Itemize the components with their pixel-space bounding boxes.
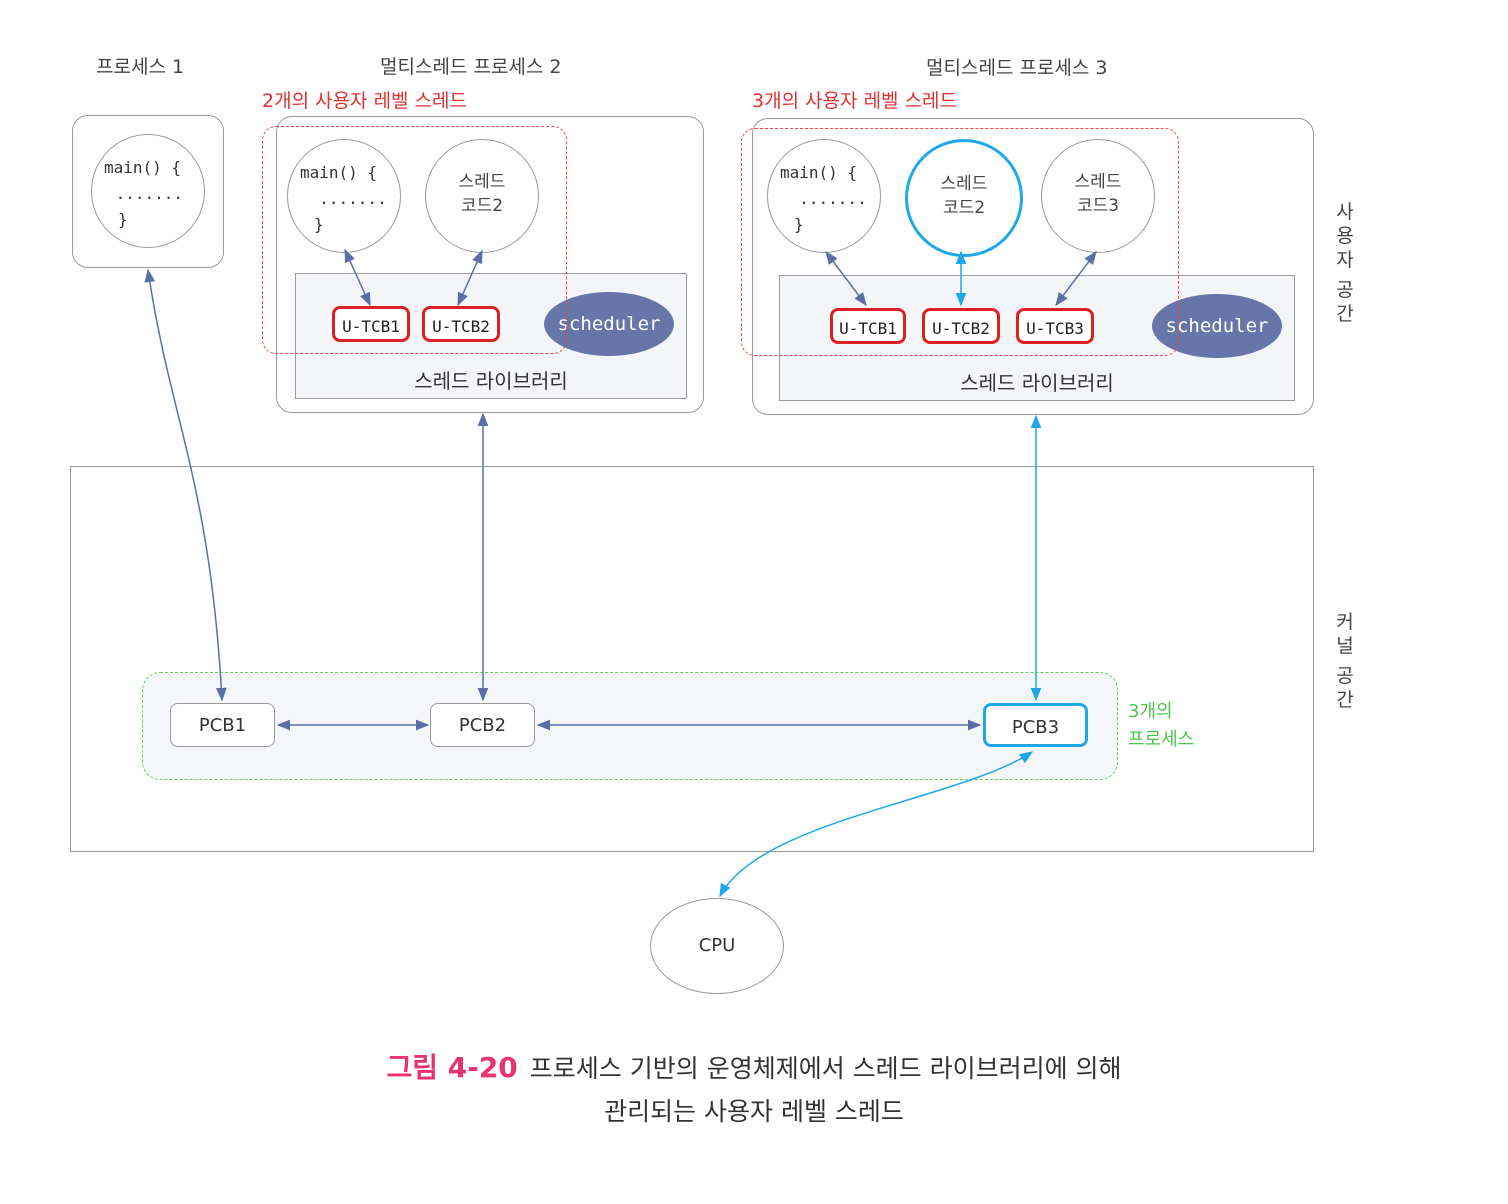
process3-u-tcb1: U-TCB1 [830,308,906,344]
process1-box: main() { ....... } [72,115,224,268]
user-space-char: 사 [1336,201,1354,223]
arrow-p2-main-tcb1 [344,248,371,307]
user-space-char: 간 [1336,303,1354,325]
process1-title: 프로세스 1 [96,56,185,78]
cpu-node: CPU [650,898,784,994]
process2-thread-library: U-TCB1 U-TCB2 scheduler 스레드 라이브러리 [295,273,687,399]
kernel-space-box [70,466,1314,852]
pcb2: PCB2 [430,703,535,747]
process1-main-circle: main() { ....... } [91,134,205,248]
process1-code-line3: } [118,210,128,229]
process1-code-line1: main() { [104,158,182,177]
process3-main-circle: main() { ....... } [767,139,881,253]
kernel-space-char: 널 [1336,635,1354,657]
figure-caption: 그림 4-20 프로세스 기반의 운영체제에서 스레드 라이브러리에 의해 [0,1046,1508,1086]
user-space-char: 공 [1336,279,1354,301]
process3-scheduler: scheduler [1152,294,1282,358]
kernel-space-char: 간 [1336,689,1354,711]
kernel-space-char: 커 [1336,611,1354,633]
process2-user-threads-dashed-region [262,126,567,354]
user-space-char: 자 [1336,249,1354,271]
process1-code-line2: ....... [106,184,184,203]
caption-line1: 프로세스 기반의 운영체제에서 스레드 라이브러리에 의해 [529,1054,1122,1083]
process3-code-line1: main() { [780,163,858,182]
process3-thread-code2-circle: 스레드 코드2 [905,139,1023,257]
thread-code-label-bottom: 코드3 [1076,196,1120,216]
process2-thread-code2-circle: 스레드 코드2 [425,139,539,253]
caption-line2: 관리되는 사용자 레벨 스레드 [604,1097,904,1126]
process2-u-tcb1: U-TCB1 [332,306,410,342]
process3-code-line2: ....... [780,189,867,208]
figure-number: 그림 4-20 [386,1051,518,1084]
process2-code-line1: main() { [300,163,378,182]
process2-main-circle: main() { ....... } [287,139,401,253]
process3-title: 멀티스레드 프로세스 3 [926,57,1108,79]
process2-thread-count-label: 2개의 사용자 레벨 스레드 [262,90,468,112]
arrow-process1-pcb1 [144,268,227,702]
process3-user-threads-dashed-region [741,128,1179,356]
process3-u-tcb2: U-TCB2 [922,308,1000,344]
thread-code-label-bottom: 코드2 [942,198,986,218]
user-space-char: 용 [1336,225,1354,247]
pcb1: PCB1 [170,703,275,747]
process2-u-tcb2: U-TCB2 [422,306,500,342]
process2-title: 멀티스레드 프로세스 2 [380,56,562,78]
arrow-pcb3-cpu [719,751,1034,898]
thread-code-label-top: 스레드 [940,174,988,194]
pcb3: PCB3 [983,703,1088,747]
process3-code-line3: } [794,215,804,234]
arrow-p2-thread2-tcb2 [457,249,483,307]
process-count-label: 3개의 프로세스 [1128,698,1194,754]
thread-code-label-top: 스레드 [1074,172,1122,192]
arrow-p3-main-tcb1 [825,250,867,307]
process2-library-label: 스레드 라이브러리 [414,369,568,393]
kernel-space-label: 커 널 공 간 [1334,610,1356,712]
arrow-p3-thread3-tcb3 [1055,250,1097,307]
process-count-line2: 프로세스 [1128,729,1195,750]
process-count-line1: 3개의 [1128,701,1173,722]
user-space-label: 사 용 자 공 간 [1334,200,1356,326]
process3-thread-count-label: 3개의 사용자 레벨 스레드 [752,90,958,112]
thread-code-label-bottom: 코드2 [460,196,504,216]
process3-thread-code3-circle: 스레드 코드3 [1041,139,1155,253]
process3-library-label: 스레드 라이브러리 [960,371,1114,395]
kernel-space-char: 공 [1336,665,1354,687]
process2-code-line2: ....... [300,189,387,208]
process3-u-tcb3: U-TCB3 [1016,308,1094,344]
process2-code-line3: } [314,215,324,234]
thread-code-label-top: 스레드 [458,172,506,192]
process2-scheduler: scheduler [544,292,674,356]
